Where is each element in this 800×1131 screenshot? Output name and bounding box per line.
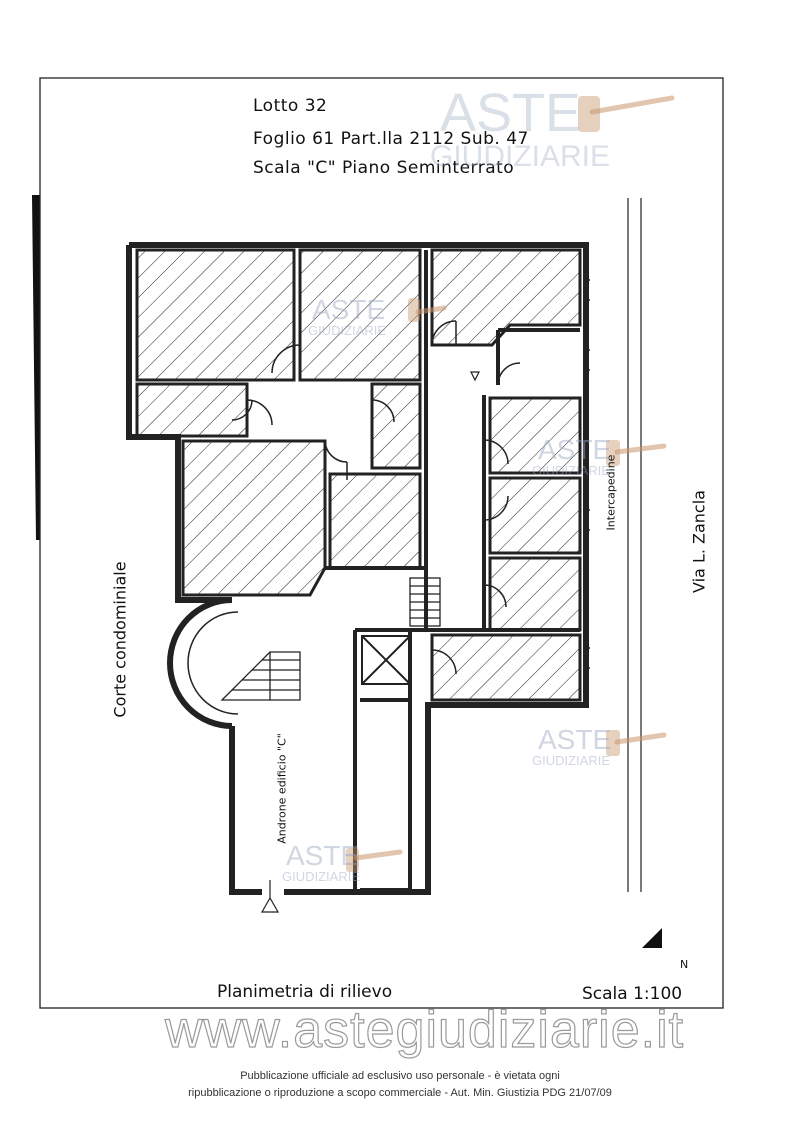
lot-number: Lotto 32 [253, 96, 328, 116]
watermark-aste-4: ASTE [286, 840, 360, 871]
watermark-aste-large: ASTE [440, 83, 582, 143]
north-label: N [680, 958, 689, 971]
watermark-giudiziarie-4: GIUDIZIARIE [282, 869, 361, 884]
footer-line-1: Pubblicazione ufficiale ad esclusivo uso… [240, 1070, 560, 1082]
stair-floor-label: Scala "C" Piano Seminterrato [253, 158, 515, 178]
watermark-aste-2: ASTE [538, 434, 612, 465]
street-label: Via L. Zancla [689, 490, 709, 593]
north-arrow-icon [642, 928, 662, 948]
scale-label: Scala 1:100 [582, 984, 683, 1004]
watermark-giudiziarie-2: GIUDIZIARIE [532, 463, 611, 478]
drawing-frame [39, 77, 724, 1009]
watermark-aste-3: ASTE [538, 724, 612, 755]
site-watermark: www.astegiudiziarie.it [164, 1000, 685, 1059]
footer-line-2: ripubblicazione o riproduzione a scopo c… [188, 1087, 612, 1099]
cadastral-reference: Foglio 61 Part.lla 2112 Sub. 47 [253, 129, 529, 149]
scan-edge-shadow [32, 195, 40, 540]
lobby-label: Androne edificio "C" [275, 733, 289, 844]
watermark-giudiziarie-3: GIUDIZIARIE [532, 753, 611, 768]
courtyard-label: Corte condominiale [110, 561, 130, 718]
watermark-giudiziarie-large: GIUDIZIARIE [430, 140, 611, 173]
watermark-aste-1: ASTE [312, 294, 386, 325]
watermark-giudiziarie-1: GIUDIZIARIE [308, 323, 387, 338]
plan-title: Planimetria di rilievo [217, 982, 393, 1002]
